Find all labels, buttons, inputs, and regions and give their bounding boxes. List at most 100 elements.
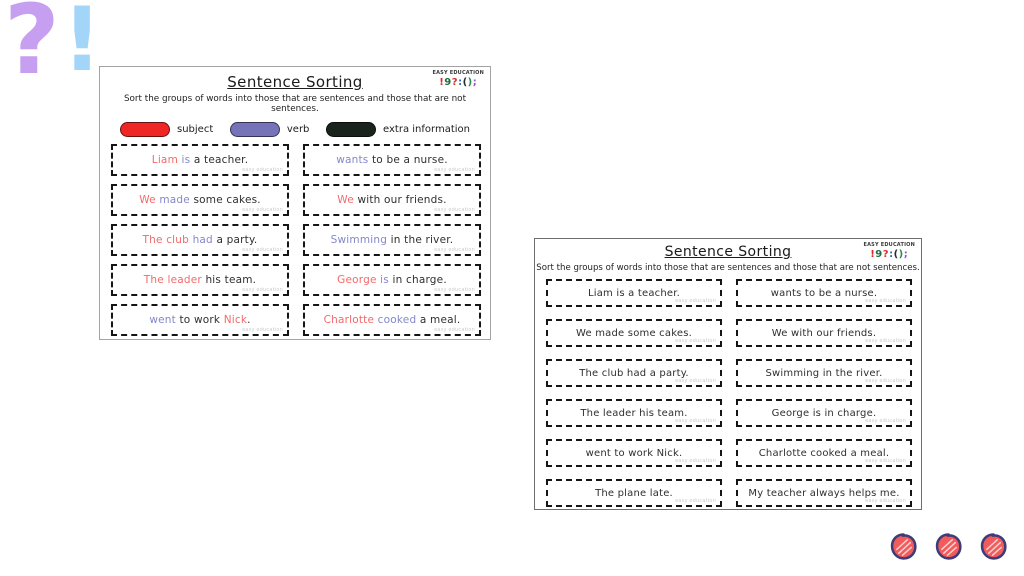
legend-item-verb: verb — [229, 121, 310, 137]
logo-glyph: ) — [898, 248, 904, 260]
watermark: easy education — [434, 247, 475, 253]
sentence-text: Charlotte cooked a meal. — [759, 448, 890, 459]
sentence-segment-verb: wants — [336, 154, 369, 166]
scribble-circle-sticker[interactable] — [888, 531, 919, 562]
sentence-segment-plain: a meal. — [416, 314, 461, 326]
sentence-card[interactable]: wants to be a nurse.easy education — [736, 279, 912, 307]
worksheet-right[interactable]: Sentence Sorting EASY EDUCATION !9?:(); … — [534, 238, 922, 510]
page-title: Sentence Sorting — [227, 73, 363, 91]
sentence-segment-plain: Swimming in the river. — [765, 367, 883, 379]
subject-swatch — [120, 121, 170, 137]
sentence-card[interactable]: My teacher always helps me.easy educatio… — [736, 479, 912, 507]
sentence-segment-verb: is — [376, 274, 389, 286]
brand-name: EASY EDUCATION — [432, 70, 484, 76]
sentence-segment-plain: his team. — [201, 274, 257, 286]
logo-glyph: ( — [462, 76, 468, 88]
sentence-segment-plain: in the river. — [387, 234, 454, 246]
sentence-segment-plain: in charge. — [388, 274, 447, 286]
sentence-segment-plain: wants to be a nurse. — [770, 287, 878, 299]
legend-label-subject: subject — [177, 123, 214, 135]
sentence-text: The leader his team. — [580, 408, 687, 419]
sentence-card[interactable]: went to work Nick.easy education — [111, 304, 289, 336]
sentence-card[interactable]: Charlotte cooked a meal.easy education — [303, 304, 481, 336]
watermark: easy education — [865, 298, 906, 304]
sentence-segment-verb: had — [189, 234, 213, 246]
logo-glyph: ! — [870, 248, 876, 260]
sentence-card[interactable]: The leader his team.easy education — [111, 264, 289, 296]
sentence-segment-plain: . — [247, 314, 251, 326]
sentence-segment-plain: went to work Nick. — [585, 447, 683, 459]
legend-item-subject: subject — [120, 121, 214, 137]
sentence-segment-plain: Liam is a teacher. — [587, 287, 681, 299]
sentence-text: My teacher always helps me. — [748, 488, 899, 499]
sentence-segment-plain: to be a nurse. — [368, 154, 448, 166]
sentence-segment-subject: We — [337, 194, 354, 206]
logo-glyph: ; — [903, 248, 909, 260]
sentence-text: We with our friends. — [337, 194, 446, 206]
watermark: easy education — [675, 298, 716, 304]
sentence-text: We made some cakes. — [576, 328, 692, 339]
watermark: easy education — [675, 338, 716, 344]
logo-glyph: ; — [472, 76, 478, 88]
sentence-card[interactable]: We with our friends.easy education — [303, 184, 481, 216]
sentence-card[interactable]: The club had a party.easy education — [546, 359, 722, 387]
sentence-segment-subject: Nick — [223, 314, 248, 326]
watermark: easy education — [242, 247, 283, 253]
colour-legend: subject verb extra information — [100, 121, 490, 137]
sentence-card[interactable]: Liam is a teacher.easy education — [546, 279, 722, 307]
sentence-card[interactable]: We with our friends.easy education — [736, 319, 912, 347]
sentence-card[interactable]: George is in charge.easy education — [303, 264, 481, 296]
sentence-card[interactable]: The club had a party.easy education — [111, 224, 289, 256]
sentence-card[interactable]: Charlotte cooked a meal.easy education — [736, 439, 912, 467]
sentence-segment-subject: The club — [142, 234, 190, 246]
sentence-card[interactable]: George is in charge.easy education — [736, 399, 912, 427]
sentence-card[interactable]: The leader his team.easy education — [546, 399, 722, 427]
logo-glyph: ! — [439, 76, 445, 88]
logo-glyph: : — [458, 76, 463, 88]
watermark: easy education — [434, 327, 475, 333]
sentence-text: George is in charge. — [337, 274, 447, 286]
logo-glyphs-icon: !9?:(); — [863, 249, 915, 261]
legend-label-verb: verb — [286, 123, 310, 135]
instructions-text: Sort the groups of words into those that… — [123, 94, 467, 114]
page-title: Sentence Sorting — [664, 244, 792, 260]
watermark: easy education — [434, 167, 475, 173]
watermark: easy education — [434, 207, 475, 213]
sentence-text: Liam is a teacher. — [152, 154, 248, 166]
legend-item-extra: extra information — [326, 121, 470, 137]
sentence-card[interactable]: The plane late.easy education — [546, 479, 722, 507]
sentence-segment-subject: We — [139, 194, 156, 206]
exclamation-mark-decoration[interactable]: ! — [62, 0, 103, 91]
sentence-card[interactable]: wants to be a nurse.easy education — [303, 144, 481, 176]
sentence-segment-verb: went — [149, 314, 176, 326]
sentence-text: wants to be a nurse. — [771, 288, 878, 299]
watermark: easy education — [242, 167, 283, 173]
sentence-text: Liam is a teacher. — [588, 288, 680, 299]
watermark: easy education — [865, 338, 906, 344]
scribble-circle-sticker[interactable] — [978, 531, 1009, 562]
sentence-segment-subject: George — [337, 274, 377, 286]
sentence-card[interactable]: Swimming in the river.easy education — [303, 224, 481, 256]
sentence-segment-plain: with our friends. — [353, 194, 447, 206]
sentence-card[interactable]: went to work Nick.easy education — [546, 439, 722, 467]
extra-information-swatch — [326, 121, 377, 137]
sentence-card[interactable]: We made some cakes.easy education — [111, 184, 289, 216]
sentence-segment-plain: George is in charge. — [771, 407, 877, 419]
sentence-card[interactable]: We made some cakes.easy education — [546, 319, 722, 347]
sentence-text: We made some cakes. — [139, 194, 261, 206]
sentence-text: The leader his team. — [144, 274, 256, 286]
watermark: easy education — [865, 378, 906, 384]
brand-logo: EASY EDUCATION !9?:(); — [432, 70, 484, 88]
watermark: easy education — [434, 287, 475, 293]
sentence-text: George is in charge. — [772, 408, 877, 419]
watermark: easy education — [242, 327, 283, 333]
scribble-circle-sticker[interactable] — [933, 531, 964, 562]
sentence-segment-plain: My teacher always helps me. — [748, 487, 900, 499]
question-mark-decoration[interactable]: ? — [4, 0, 60, 96]
sentence-card[interactable]: Liam is a teacher.easy education — [111, 144, 289, 176]
sentence-card[interactable]: Swimming in the river.easy education — [736, 359, 912, 387]
sentence-segment-plain: a teacher. — [190, 154, 249, 166]
worksheet-left[interactable]: Sentence Sorting EASY EDUCATION !9?:(); … — [99, 66, 491, 340]
watermark: easy education — [865, 498, 906, 504]
legend-label-extra: extra information — [383, 123, 470, 135]
